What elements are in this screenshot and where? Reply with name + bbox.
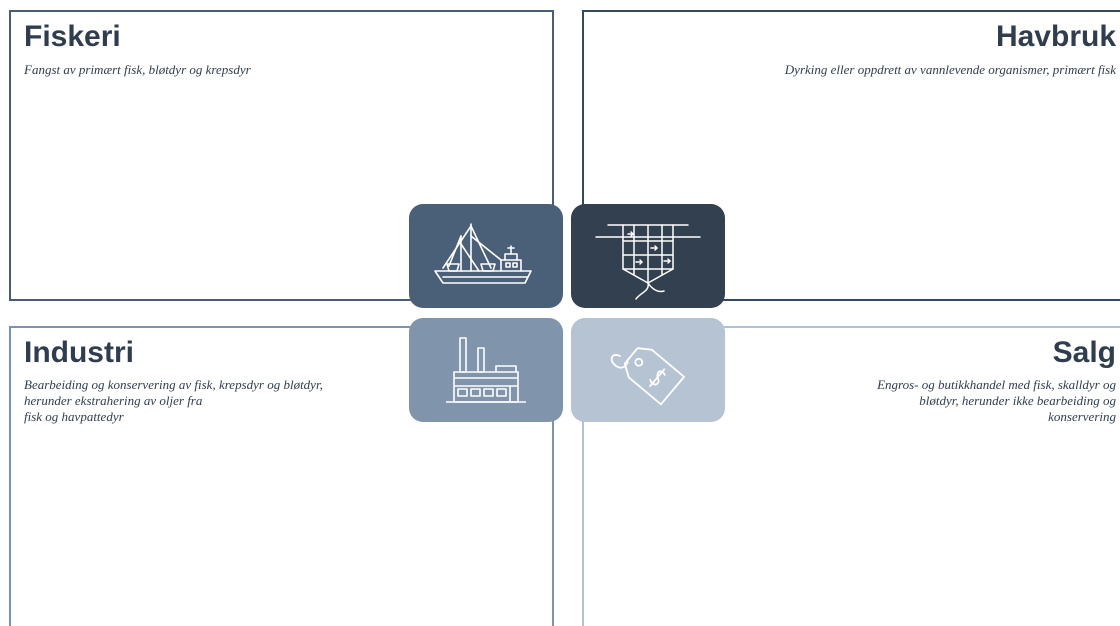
salg-icon-tile <box>571 318 725 422</box>
factory-icon <box>446 337 526 403</box>
havbruk-title: Havbruk <box>995 20 1116 53</box>
industri-description-line: fisk og havpattedyr <box>24 409 124 424</box>
quadrant-salg: Salg Engros- og butikkhandel med fisk, s… <box>582 326 1120 626</box>
fiskeri-description: Fangst av primært fisk, bløtdyr og kreps… <box>24 62 251 77</box>
fiskeri-icon-tile <box>409 204 563 308</box>
price-tag-icon <box>610 347 685 406</box>
fishing-boat-icon <box>434 223 532 284</box>
salg-title: Salg <box>1052 336 1116 369</box>
salg-description-line: bløtdyr, herunder ikke bearbeiding og <box>919 393 1116 408</box>
industri-description-line: herunder ekstrahering av oljer fra <box>24 393 203 408</box>
salg-description-line: konservering <box>1048 409 1116 424</box>
fiskeri-title: Fiskeri <box>24 20 121 53</box>
industri-description-line: Bearbeiding og konservering av fisk, kre… <box>24 377 323 392</box>
havbruk-description: Dyrking eller oppdrett av vannlevende or… <box>784 62 1116 77</box>
industri-description: Bearbeiding og konservering av fisk, kre… <box>24 377 414 425</box>
fish-net-pen-icon <box>595 224 701 300</box>
salg-description-line: Engros- og butikkhandel med fisk, skalld… <box>877 377 1116 392</box>
havbruk-icon-tile <box>571 204 725 308</box>
salg-description: Engros- og butikkhandel med fisk, skalld… <box>796 377 1116 425</box>
industri-title: Industri <box>24 336 134 369</box>
industri-icon-tile <box>409 318 563 422</box>
quadrant-fiskeri: Fiskeri Fangst av primært fisk, bløtdyr … <box>9 10 554 301</box>
